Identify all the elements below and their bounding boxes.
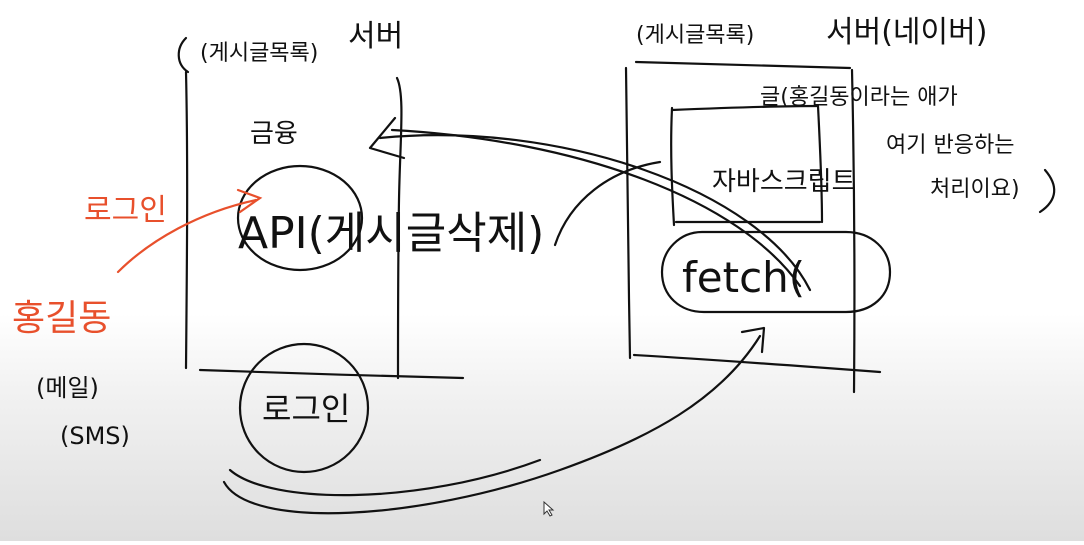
login-label-red: 로그인 <box>84 193 167 228</box>
arrow-login-to-fetch-stroke-2 <box>228 458 542 497</box>
arrow-login-to-fetch <box>222 334 762 515</box>
api-ellipse <box>236 164 364 272</box>
arrows <box>116 116 812 515</box>
login-circle-label: 로그인 <box>262 390 350 428</box>
left-header-paren-open <box>177 36 190 74</box>
red-arrow-head <box>236 188 263 214</box>
login-circle <box>238 342 370 474</box>
channel-sms: (SMS) <box>60 422 130 450</box>
right-panel-top-line <box>634 60 852 70</box>
inner-box-top <box>670 104 820 112</box>
left-top-label: 금융 <box>250 119 298 149</box>
left-header-title: 서버 <box>348 19 403 54</box>
right-panel-left-edge <box>624 66 632 360</box>
right-note-close-paren <box>1038 168 1056 214</box>
fetch-label: fetch( <box>682 253 805 302</box>
arrow-fetch-to-api-head <box>368 116 406 160</box>
arrow-login-to-fetch-head <box>740 326 766 354</box>
right-note-line-3: 처리이요) <box>930 177 1020 202</box>
arrow-side-curve <box>553 160 662 247</box>
left-server-panel: (게시글목록) 서버 금융 API(게시글삭제) 로그인 <box>177 19 544 474</box>
right-panel-right-edge <box>850 68 856 394</box>
arrow-fetch-to-api-stroke-2 <box>390 128 802 288</box>
right-header-note: (게시글목록) <box>636 23 754 48</box>
red-arrow-to-api <box>116 198 258 274</box>
fetch-capsule <box>660 230 892 314</box>
left-panel-divider <box>198 368 465 380</box>
left-header-note: (게시글목록) <box>200 41 318 66</box>
user-name-red: 홍길동 <box>12 298 111 339</box>
inner-box-label: 자바스크립트 <box>712 167 856 197</box>
mouse-cursor-icon <box>543 500 555 517</box>
inner-box-right <box>816 104 824 224</box>
right-server-panel: (게시글목록) 서버(네이버) 글(홍길동이라는 애가 여기 반응하는 처리이요… <box>624 15 1056 394</box>
left-panel-left-edge <box>184 70 189 370</box>
side-notes: 로그인 홍길동 (메일) (SMS) <box>12 193 167 450</box>
api-label: API(게시글삭제) <box>238 208 544 259</box>
inner-box-left <box>670 106 676 227</box>
channel-mail: (메일) <box>36 374 99 402</box>
right-header-title: 서버(네이버) <box>826 15 987 50</box>
left-panel-right-edge <box>395 76 403 380</box>
right-note-line-2: 여기 반응하는 <box>886 133 1014 158</box>
right-panel-divider <box>632 353 882 374</box>
